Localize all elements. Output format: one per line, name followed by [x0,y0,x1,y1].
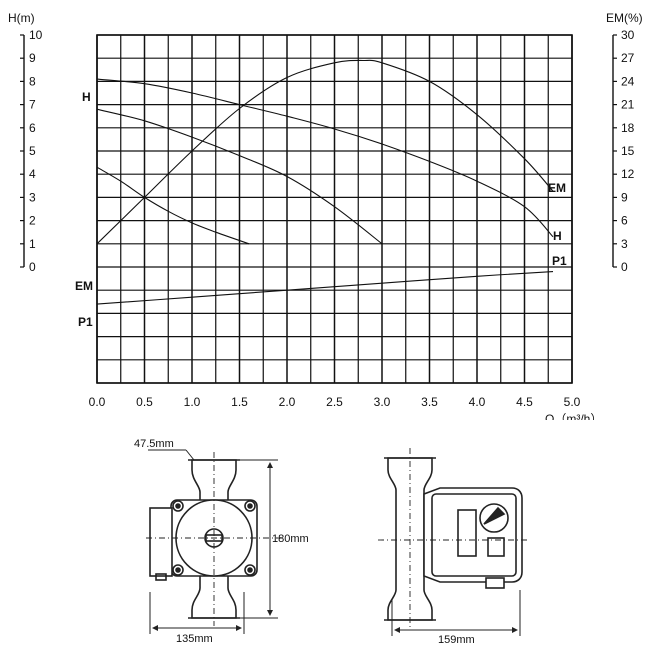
series-line-em [96,59,554,245]
x-tick-label: 0.0 [89,395,106,409]
series-line-2 [96,166,250,245]
right-tick-label: 9 [621,190,628,204]
right-tick-label: 27 [621,51,635,65]
series-line-p1 [96,271,554,305]
left-tick-label: 4 [29,167,36,181]
curve-label-em-right: EM [548,181,566,195]
x-tick-label: 2.5 [326,395,343,409]
left-tick-label: 1 [29,237,36,251]
right-tick-label: 21 [621,98,635,112]
right-tick-label: 18 [621,121,635,135]
side-dimensions [391,590,521,636]
x-tick-label: 1.0 [184,395,201,409]
curve-label-h-left: H [82,90,91,104]
pump-front-view [146,452,282,626]
right-tick-label: 24 [621,74,635,88]
x-axis-title: Q（m³/h） [545,412,602,420]
x-tick-label: 1.5 [231,395,248,409]
pump-side-view [378,448,530,628]
height-label: 180mm [272,533,309,545]
curve-label-p1-right: P1 [552,254,567,268]
x-tick-label: 4.0 [469,395,486,409]
curve-label-em-left: EM [75,279,93,293]
right-tick-label: 15 [621,144,635,158]
left-tick-label: 0 [29,260,36,274]
curve-label-h-right: H [553,229,562,243]
performance-chart: 012345678910H(m)036912151821242730EM(%)0… [8,11,643,420]
front-width-label: 135mm [176,633,213,645]
right-tick-label: 3 [621,237,628,251]
left-tick-label: 7 [29,98,36,112]
right-tick-label: 30 [621,28,635,42]
x-tick-label: 3.0 [374,395,391,409]
series-line-h [96,78,554,238]
front-dimensions [148,449,278,634]
left-axis-title: H(m) [8,11,35,25]
left-tick-label: 6 [29,121,36,135]
curve-label-p1-left: P1 [78,315,93,329]
chart-grid [20,34,617,384]
right-tick-label: 6 [621,214,628,228]
right-tick-label: 0 [621,260,628,274]
right-axis-title: EM(%) [606,11,643,25]
left-tick-label: 10 [29,28,43,42]
x-tick-label: 0.5 [136,395,153,409]
left-tick-label: 2 [29,214,36,228]
left-tick-label: 5 [29,144,36,158]
pipe-diameter-label: 47.5mm [134,438,174,450]
right-tick-label: 12 [621,167,635,181]
side-width-label: 159mm [438,634,475,645]
left-tick-label: 3 [29,190,36,204]
series-line-1 [96,108,383,245]
x-tick-label: 5.0 [564,395,581,409]
chart-curves [96,59,554,305]
x-tick-label: 2.0 [279,395,296,409]
x-tick-label: 3.5 [421,395,438,409]
left-tick-label: 8 [29,74,36,88]
plot-frame [96,34,573,384]
x-tick-label: 4.5 [516,395,533,409]
left-tick-label: 9 [29,51,36,65]
chart-labels: 012345678910H(m)036912151821242730EM(%)0… [8,11,643,420]
